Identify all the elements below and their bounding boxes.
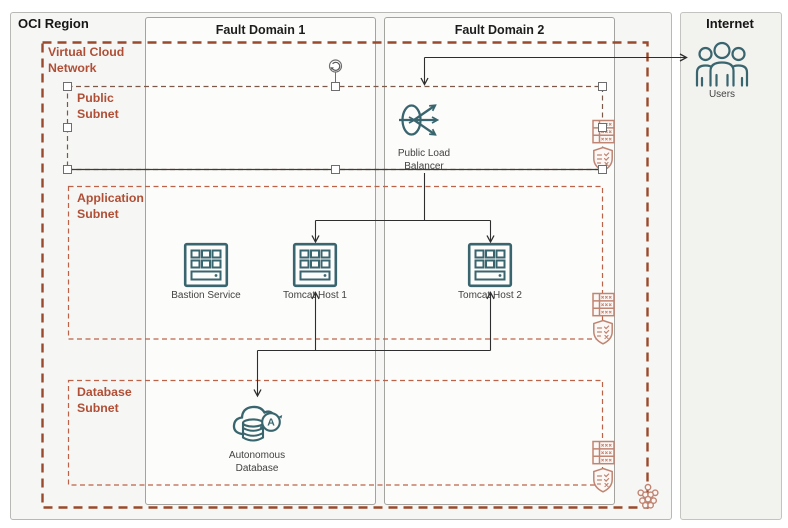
node-label: Public Load Balancer: [397, 148, 451, 172]
node-tomcat-host-2[interactable]: Tomcat Host 2: [445, 242, 535, 303]
selection-handle-middle-left[interactable]: [63, 123, 72, 132]
node-tomcat-host-1[interactable]: Tomcat Host 1: [270, 242, 360, 303]
subnet-public[interactable]: [66, 85, 604, 171]
subnet-public-label: Public Subnet: [77, 91, 119, 121]
route-table-icon: [591, 292, 615, 317]
node-label: Tomcat Host 2: [458, 290, 522, 301]
node-public-load-balancer[interactable]: Public Load Balancer: [387, 94, 461, 173]
selection-handle-top-middle[interactable]: [331, 82, 340, 91]
selection-handle-bottom-right[interactable]: [598, 165, 607, 174]
subnet-application-label: Application Subnet: [77, 191, 144, 221]
connector-tomcats-adb[interactable]: [253, 291, 495, 398]
internet-container[interactable]: [680, 12, 782, 520]
internet-title: Internet: [706, 16, 754, 31]
selection-handle-middle-right[interactable]: [598, 123, 607, 132]
selection-handle-bottom-left[interactable]: [63, 165, 72, 174]
subnet-database-edge-icons[interactable]: [591, 440, 615, 493]
security-list-icon: [593, 467, 613, 493]
fault-domain-2-title: Fault Domain 2: [454, 23, 545, 37]
compute-icon: [183, 242, 229, 288]
node-users[interactable]: Users: [690, 41, 754, 102]
selection-handle-bottom-middle[interactable]: [331, 165, 340, 174]
subnet-database[interactable]: [67, 379, 604, 486]
oci-region-title: OCI Region: [18, 16, 89, 31]
connector-lb-tomcats[interactable]: [311, 173, 495, 244]
vcn-boundary[interactable]: [41, 41, 649, 509]
vcn-label: Virtual Cloud Network: [48, 45, 125, 75]
autonomous-database-icon: A: [232, 405, 283, 442]
users-icon: [695, 41, 749, 87]
subnet-application-edge-icons[interactable]: [591, 292, 615, 345]
compute-icon: [292, 242, 338, 288]
vcn-cluster-icon[interactable]: [635, 483, 661, 514]
load-balancer-icon: [399, 94, 450, 146]
fault-domain-1-title: Fault Domain 1: [215, 23, 306, 37]
node-label: Bastion Service: [171, 290, 241, 301]
node-label: Tomcat Host 1: [283, 290, 347, 301]
node-autonomous-database[interactable]: A Autonomous Database: [215, 398, 299, 475]
security-list-icon: [593, 319, 613, 345]
subnet-database-label: Database Subnet: [77, 385, 132, 415]
node-label: Autonomous Database: [228, 450, 286, 474]
connector-lb-users[interactable]: [420, 53, 688, 86]
selection-handle-top-left[interactable]: [63, 82, 72, 91]
node-label: Users: [708, 89, 736, 100]
subnet-application[interactable]: [67, 185, 604, 340]
rotate-handle-icon[interactable]: [328, 59, 343, 79]
node-bastion-service[interactable]: Bastion Service: [161, 242, 251, 303]
compute-icon: [467, 242, 513, 288]
svg-text:A: A: [267, 417, 275, 429]
selection-handle-top-right[interactable]: [598, 82, 607, 91]
route-table-icon: [591, 440, 615, 465]
